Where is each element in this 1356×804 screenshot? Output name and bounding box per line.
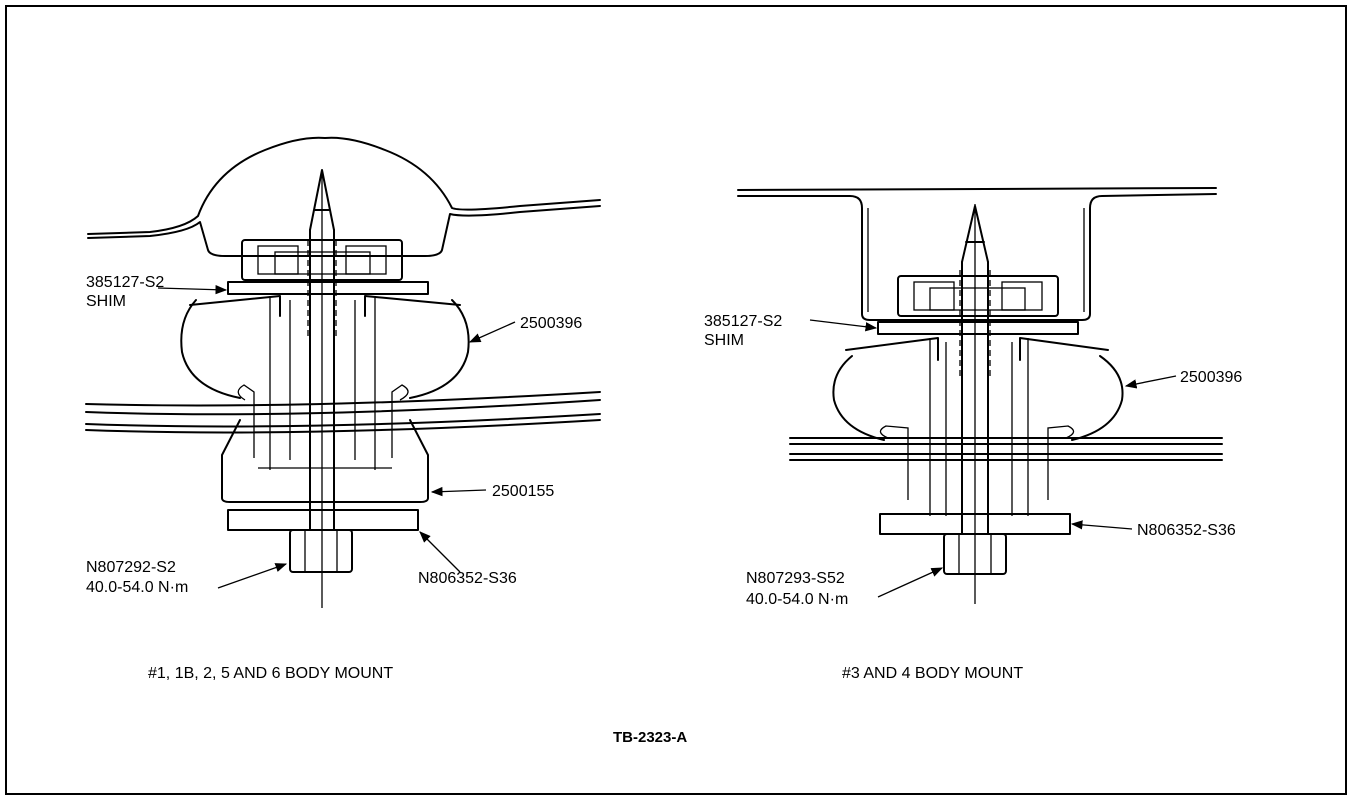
right-bolt-thread-hidden <box>959 270 991 380</box>
right-floor-inner <box>867 208 1085 312</box>
left-mount-drawing <box>85 136 601 608</box>
left-caption: #1, 1B, 2, 5 AND 6 BODY MOUNT <box>148 665 393 682</box>
right-insulator-leader <box>1124 375 1177 389</box>
left-insulator-label: 2500396 <box>520 315 582 332</box>
left-bolt-shank <box>309 229 335 531</box>
left-insulator-leader <box>468 321 516 343</box>
left-body-floor-upper <box>87 136 601 235</box>
right-mount-drawing <box>737 187 1223 604</box>
left-upper-insulator <box>180 299 470 399</box>
left-cage-nut-tab-2 <box>345 245 387 275</box>
left-washer <box>227 509 419 531</box>
figure-frame <box>5 5 1347 795</box>
left-shim-leader <box>157 285 228 295</box>
left-bracket-hooks <box>237 384 409 458</box>
right-caption: #3 AND 4 BODY MOUNT <box>842 665 1023 682</box>
left-lower-insulator-label: 2500155 <box>492 483 554 500</box>
left-shim <box>227 281 429 295</box>
left-lower-insulator-leader <box>430 486 487 497</box>
right-upper-insulator <box>832 355 1124 441</box>
left-washer-leader <box>419 531 461 573</box>
right-bolt-shank <box>961 261 989 535</box>
right-shim <box>877 321 1079 335</box>
right-cage-nut <box>897 275 1059 317</box>
left-bolt-torque-label: 40.0-54.0 N·m <box>86 579 188 596</box>
left-shim-word-label: SHIM <box>86 293 126 310</box>
right-shim-leader <box>809 319 878 332</box>
left-bolt-head <box>289 529 353 573</box>
right-bolt-head-flats <box>958 534 992 574</box>
right-frame-bracket <box>789 437 1223 461</box>
right-shim-word-label: SHIM <box>704 332 744 349</box>
right-bolt-leader <box>877 567 944 598</box>
left-frame-bracket <box>85 391 601 434</box>
left-bolt-head-flats <box>304 530 338 572</box>
left-cage-nut-tab <box>257 245 299 275</box>
left-lower-insulator <box>221 419 429 503</box>
right-washer-label: N806352-S36 <box>1137 522 1236 539</box>
right-shim-part-label: 385127-S2 <box>704 313 782 330</box>
right-insulator-sleeve-top <box>845 337 1109 361</box>
right-insulator-label: 2500396 <box>1180 369 1242 386</box>
right-bolt-part-label: N807293-S52 <box>746 570 845 587</box>
right-insulator-sleeve <box>929 338 1029 516</box>
left-washer-label: N806352-S36 <box>418 570 517 587</box>
right-cage-nut-inner <box>929 287 1026 311</box>
right-cage-nut-tab-2 <box>1001 281 1043 311</box>
left-insulator-sleeve-top <box>189 295 461 317</box>
figure-reference: TB-2323-A <box>613 729 687 746</box>
left-body-floor-lower <box>87 205 601 257</box>
left-bolt-thread-hidden <box>307 240 337 340</box>
left-bolt-part-label: N807292-S2 <box>86 559 176 576</box>
left-shim-part-label: 385127-S2 <box>86 274 164 291</box>
left-insulator-sleeve <box>269 296 376 470</box>
right-bolt-torque-label: 40.0-54.0 N·m <box>746 591 848 608</box>
right-bracket-hooks <box>879 425 1075 500</box>
right-cage-nut-tab <box>913 281 955 311</box>
right-washer-leader <box>1070 520 1133 530</box>
right-body-floor <box>737 187 1217 321</box>
left-bolt-leader <box>217 563 288 589</box>
